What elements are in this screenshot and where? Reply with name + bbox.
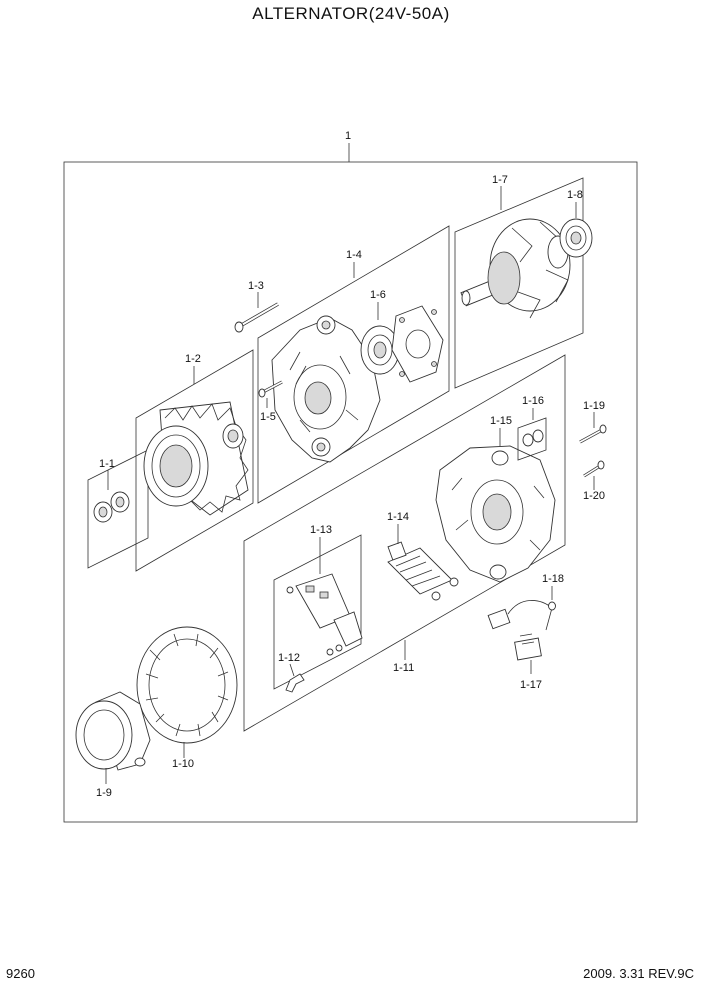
label-1-8: 1-8	[567, 189, 583, 201]
part-1-15-rear-housing	[435, 445, 556, 583]
label-1-3: 1-3	[248, 280, 264, 292]
part-1-13-regulator	[286, 573, 363, 656]
group-frame-1-1	[87, 449, 149, 569]
group-frame-1-13	[273, 534, 362, 690]
label-1-19: 1-19	[583, 400, 605, 412]
label-1-17: 1-17	[520, 679, 542, 691]
label-1-6: 1-6	[370, 289, 386, 301]
part-1-3-bolt	[234, 302, 279, 333]
part-1-14-rectifier	[387, 541, 459, 601]
label-1-7: 1-7	[492, 174, 508, 186]
label-1-15: 1-15	[490, 415, 512, 427]
part-1-18-screw	[548, 601, 556, 611]
label-1-5: 1-5	[260, 411, 276, 423]
label-1-9: 1-9	[96, 787, 112, 799]
label-1-20: 1-20	[583, 490, 605, 502]
part-1-5-screw	[258, 380, 283, 398]
part-1-4-front-housing	[271, 315, 381, 463]
part-1-7-rotor	[460, 218, 571, 319]
page-title: ALTERNATOR(24V-50A)	[252, 4, 450, 23]
label-1-13: 1-13	[310, 524, 332, 536]
label-1-18: 1-18	[542, 573, 564, 585]
part-1-10-stator	[136, 626, 238, 744]
part-1-19-bolt	[579, 424, 607, 444]
part-1-16-rings	[517, 417, 547, 461]
group-frame-1-2	[135, 349, 254, 572]
part-1-1-rings	[93, 491, 130, 523]
label-1-2: 1-2	[185, 353, 201, 365]
group-frame-1-7	[454, 177, 584, 389]
assembly-frame	[63, 161, 638, 823]
revision-date: 2009. 3.31 REV.9C	[583, 966, 694, 981]
part-1-17-harness	[487, 600, 553, 661]
label-1-14: 1-14	[387, 511, 409, 523]
part-1-12-bracket	[285, 673, 305, 693]
label-1-10: 1-10	[172, 758, 194, 770]
label-1-11: 1-11	[393, 662, 414, 674]
part-1-8-bearing	[559, 218, 593, 258]
label-1-1: 1-1	[99, 458, 115, 470]
part-1-6-bearing-plate	[360, 305, 444, 383]
group-frame-1-11	[243, 354, 566, 732]
label-1-12: 1-12	[278, 652, 300, 664]
part-1-9-rear-cover	[75, 691, 151, 771]
label-1-16: 1-16	[522, 395, 544, 407]
group-frame-1-4	[257, 225, 450, 504]
label-1-4: 1-4	[346, 249, 362, 261]
page-number: 9260	[6, 966, 35, 981]
part-1-2-pulley-fan	[143, 401, 249, 516]
label-1: 1	[345, 130, 351, 142]
part-1-20-bolt	[583, 460, 605, 478]
